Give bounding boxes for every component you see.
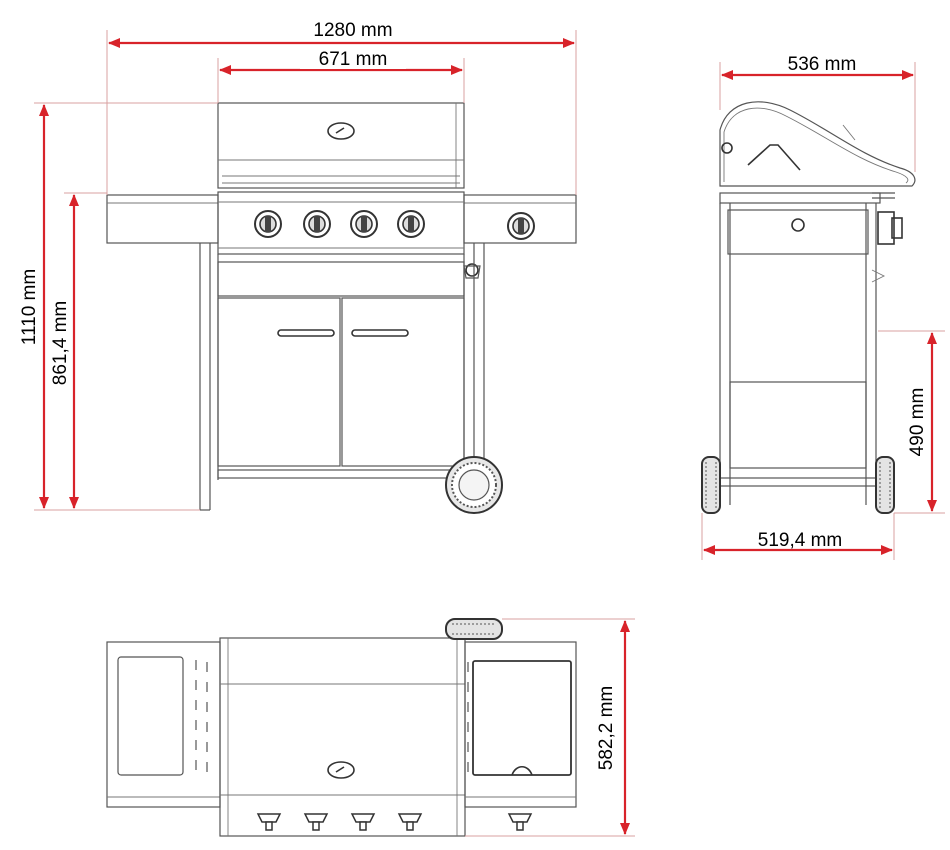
dim-label-cart-height: 490 mm bbox=[907, 388, 928, 457]
front-view bbox=[106, 102, 577, 514]
top-left-shelf bbox=[106, 641, 221, 808]
burner-knob-icon-2 bbox=[303, 210, 331, 238]
side-burner-knob-icon bbox=[507, 212, 535, 240]
dim-label-total-width: 1280 mm bbox=[313, 20, 392, 41]
front-lid bbox=[217, 102, 465, 189]
front-wheel-icon bbox=[445, 456, 503, 514]
dim-label-top-depth: 582,2 mm bbox=[596, 686, 617, 770]
burner-knob-icon-3 bbox=[350, 210, 378, 238]
front-control-panel bbox=[217, 191, 465, 255]
side-hood bbox=[719, 101, 916, 187]
extension-lines bbox=[34, 30, 945, 837]
top-left-shelf-insert bbox=[117, 656, 184, 776]
side-knob-icon bbox=[877, 211, 903, 245]
dim-label-wheel-track: 519,4 mm bbox=[758, 530, 842, 551]
top-knob-icons bbox=[256, 813, 533, 831]
front-left-door bbox=[217, 297, 341, 467]
top-view bbox=[106, 618, 577, 837]
side-view bbox=[701, 101, 916, 514]
side-panel bbox=[727, 209, 869, 255]
right-door-handle bbox=[351, 329, 409, 337]
dim-label-work-height: 861,4 mm bbox=[50, 301, 71, 385]
burner-knob-icon-1 bbox=[254, 210, 282, 238]
side-lower-shelf bbox=[729, 381, 867, 469]
front-left-shelf bbox=[106, 194, 219, 244]
burner-knob-icon-4 bbox=[397, 210, 425, 238]
top-lid bbox=[219, 637, 466, 837]
top-wheel-icon bbox=[445, 618, 503, 640]
top-thermometer-icon bbox=[327, 761, 355, 779]
thermometer-icon bbox=[327, 122, 355, 140]
front-right-door bbox=[341, 297, 465, 467]
dim-label-side-depth: 536 mm bbox=[788, 54, 857, 75]
side-wheel-icon-right bbox=[875, 456, 895, 514]
left-door-handle bbox=[277, 329, 335, 337]
dim-label-total-height: 1110 mm bbox=[19, 269, 40, 345]
vent-slots-left bbox=[195, 660, 208, 772]
side-wheel-icon-left bbox=[701, 456, 721, 514]
side-burner-lid bbox=[472, 660, 572, 776]
front-frame-rail bbox=[217, 261, 465, 297]
bottle-opener-icon bbox=[463, 263, 481, 279]
top-right-shelf bbox=[464, 641, 577, 808]
dimension-arrows bbox=[39, 38, 937, 835]
dimension-labels: 1280 mm 671 mm 1110 mm 861,4 mm 536 mm 4… bbox=[19, 17, 928, 770]
dim-label-lid-width: 671 mm bbox=[319, 49, 388, 70]
